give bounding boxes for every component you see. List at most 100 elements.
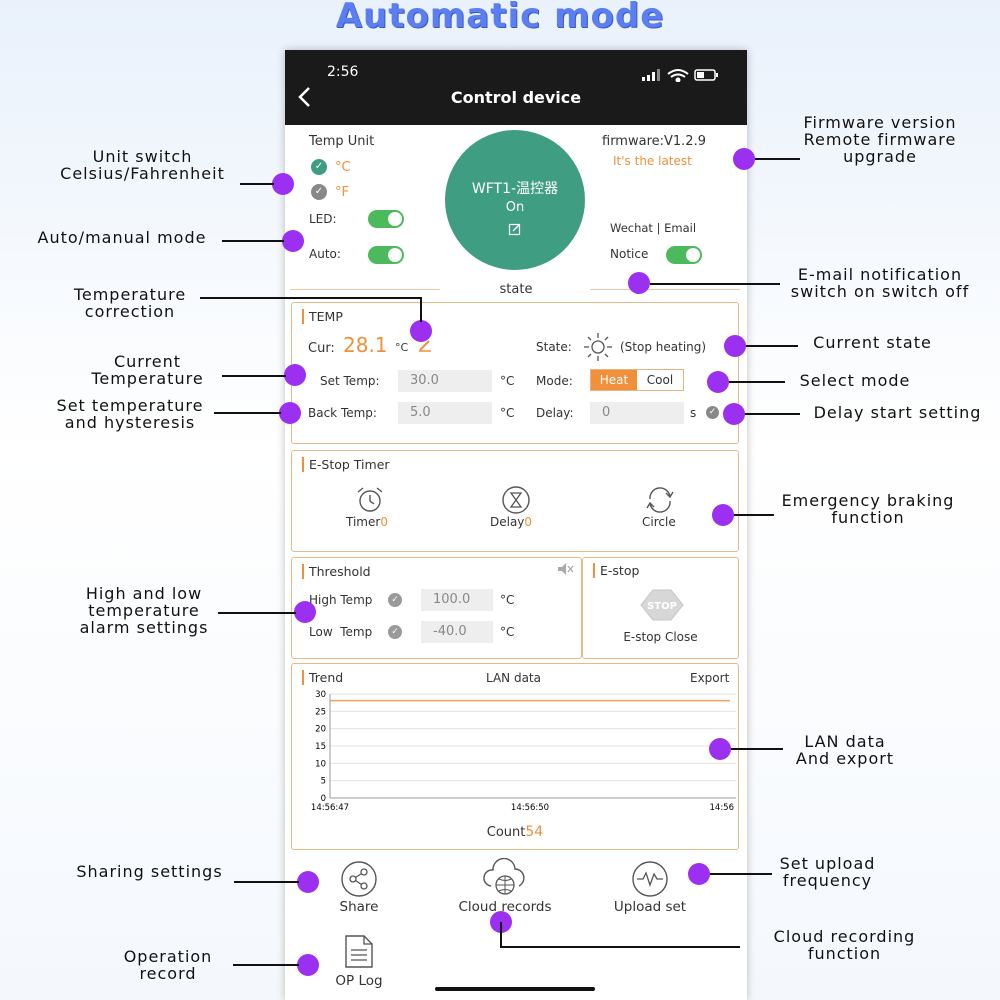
low-temp-label: Low Temp [309,625,373,639]
annotation-cloud: Cloud recording function [773,927,916,963]
stop-sign-text: STOP [647,601,677,612]
high-temp-input[interactable]: 100.0 [421,589,493,611]
chart-y-tick-label: 5 [321,777,326,787]
auto-toggle[interactable] [368,246,404,264]
wifi-icon [667,69,689,82]
marker-current-temp [284,364,306,386]
device-name: WFT1-温控器 [471,181,559,197]
marker-email [628,272,650,294]
estop-title: E-stop [593,563,639,578]
battery-icon [694,69,718,81]
high-temp-check-icon[interactable]: ✓ [388,593,402,607]
temp-correction-edit-icon[interactable] [417,337,433,353]
trend-title: Trend [302,670,343,685]
circle-repeat-icon[interactable] [644,485,676,515]
share-button[interactable]: Share [339,899,379,915]
temp-unit-label: Temp Unit [309,134,375,149]
edit-icon[interactable] [508,222,522,236]
marker-delay [723,403,745,425]
celsius-option[interactable]: °C [335,160,351,175]
home-indicator[interactable] [435,987,595,991]
auto-label: Auto: [309,247,341,261]
state-divider-label: state [499,282,533,297]
estop-status[interactable]: E-stop Close [623,630,698,644]
circle-label[interactable]: Circle [642,515,676,529]
threshold-panel: Threshold High Temp ✓ 100.0 °C Low Temp … [291,557,582,659]
back-temp-input[interactable]: 5.0 [398,402,492,424]
lan-data-tab[interactable]: LAN data [486,671,541,685]
low-temp-check-icon[interactable]: ✓ [388,625,402,639]
export-button[interactable]: Export [690,671,730,685]
op-log-button[interactable]: OP Log [335,973,383,989]
firmware-status[interactable]: It's the latest [613,154,692,168]
annotation-select-mode: Select mode [799,371,911,390]
annotation-emergency: Emergency braking function [781,491,955,527]
chart-x-tick-label: 14:56:50 [511,803,549,813]
delay-confirm-icon[interactable]: ✓ [706,406,719,419]
marker-sharing [297,871,319,893]
mode-cool-button[interactable]: Cool [646,373,674,387]
marker-lan [709,738,731,760]
marker-emergency [712,504,734,526]
hourglass-icon[interactable] [498,485,534,515]
status-time: 2:56 [327,64,359,80]
fahrenheit-option[interactable]: °F [335,185,349,200]
temp-panel: TEMP Cur: 28.1 °C State: (Stop heating) … [291,302,739,444]
chart-y-tick-label: 10 [315,759,326,769]
share-icon[interactable] [340,860,378,898]
cloud-globe-icon[interactable] [483,858,527,898]
estop-timer-panel: E-Stop Timer Timer0 Delay0 Circle [291,450,739,552]
stop-sign-icon[interactable]: STOP [639,588,685,622]
chart-y-tick-label: 25 [315,707,326,717]
notify-channels: Wechat | Email [610,221,697,235]
led-toggle[interactable] [368,210,404,228]
notice-label: Notice [610,247,649,261]
state-label: State: [536,340,572,354]
cloud-records-button[interactable]: Cloud records [458,899,552,915]
annotation-alarm: High and low temperature alarm settings [79,584,209,637]
power-state: On [505,200,525,215]
set-temp-unit: °C [500,374,515,388]
alarm-clock-icon[interactable] [354,485,386,515]
device-status-circle[interactable]: WFT1-温控器 On [445,130,585,270]
marker-set-temp [279,402,301,424]
marker-oplog [297,954,319,976]
chart-x-tick-label: 14:56:47 [311,803,349,813]
delay-unit: s [690,406,697,420]
upload-wave-icon[interactable] [631,860,669,898]
annotation-upload: Set upload frequency [779,854,876,890]
chart-y-tick-label: 0 [321,794,326,804]
document-icon[interactable] [343,934,375,970]
low-temp-input[interactable]: -40.0 [421,621,493,643]
upload-set-button[interactable]: Upload set [613,899,687,915]
state-text: (Stop heating) [620,340,707,354]
delay-timer-label[interactable]: Delay0 [490,515,533,529]
marker-current-state [724,335,746,357]
top-bar: 2:56 Control device [285,50,747,125]
notice-toggle[interactable] [666,246,702,264]
set-temp-label: Set Temp: [320,374,380,388]
phone-screen: 2:56 Control device Temp Unit ✓ °C ✓ °F … [285,50,747,1000]
set-temp-input[interactable]: 30.0 [398,370,492,392]
mute-icon[interactable] [556,562,574,576]
firmware-version: firmware:V1.2.9 [602,134,706,149]
fahrenheit-check-icon[interactable]: ✓ [311,184,327,200]
chart-grid [329,693,736,799]
count-value: 54 [525,824,544,840]
annotation-oplog: Operation record [123,947,213,983]
chart-y-tick-label: 30 [315,690,326,700]
marker-select-mode [707,371,729,393]
timer-label[interactable]: Timer0 [346,515,388,529]
celsius-check-icon[interactable]: ✓ [311,159,327,175]
mode-heat-button[interactable]: Heat [591,370,637,390]
annotation-email: E-mail notification switch on switch off [790,265,970,301]
delay-input[interactable]: 0 [590,402,684,424]
cur-label: Cur: [308,341,335,356]
annotation-temp-correction: Temperature correction [73,285,187,321]
timer-value: 0 [380,515,388,529]
led-label: LED: [309,212,337,226]
back-icon[interactable] [295,85,315,109]
headline: Automatic mode [335,0,665,36]
